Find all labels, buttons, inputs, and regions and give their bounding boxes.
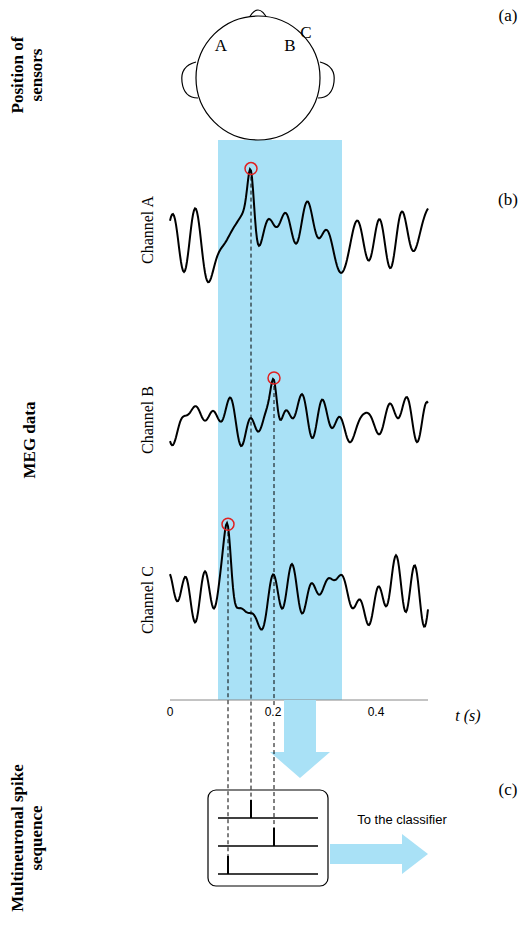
meg-trace <box>170 379 428 446</box>
panel-letter: (a) <box>499 7 518 26</box>
spike <box>273 828 275 846</box>
peak-marker <box>268 372 280 384</box>
sensor-name: A <box>215 37 227 56</box>
row-title: Multineuronal spike sequence <box>9 763 46 913</box>
channel-label: Channel C <box>139 566 157 634</box>
arrow-label: To the classifier <box>357 813 447 827</box>
tick-label: 0 <box>165 706 176 719</box>
head-outline <box>182 10 334 140</box>
channel-label: Channel B <box>139 386 157 454</box>
panel-letter: (c) <box>499 781 518 800</box>
peak-marker <box>245 163 257 175</box>
tick-label: 0.4 <box>366 706 387 719</box>
spike <box>250 800 252 818</box>
sensor-name: C <box>300 24 311 43</box>
axis-label: t (s) <box>455 707 480 725</box>
peak-marker <box>222 518 234 530</box>
spike-row <box>218 845 318 847</box>
panel-letter: (b) <box>498 191 518 210</box>
peak-guide <box>274 386 275 828</box>
row-title: MEG data <box>21 402 40 479</box>
peak-guide <box>228 532 229 856</box>
tick-label: 0.2 <box>263 706 284 719</box>
right-arrow <box>330 834 428 874</box>
spike-row <box>218 817 318 819</box>
spike-box <box>208 790 328 886</box>
spike-row <box>218 873 318 875</box>
row-title: Position of sensors <box>9 15 46 135</box>
meg-trace <box>170 169 428 282</box>
meg-trace <box>170 523 428 629</box>
channel-label: Channel A <box>139 196 157 264</box>
spike <box>227 856 229 874</box>
sensor-name: B <box>284 37 295 56</box>
peak-guide <box>251 177 252 800</box>
